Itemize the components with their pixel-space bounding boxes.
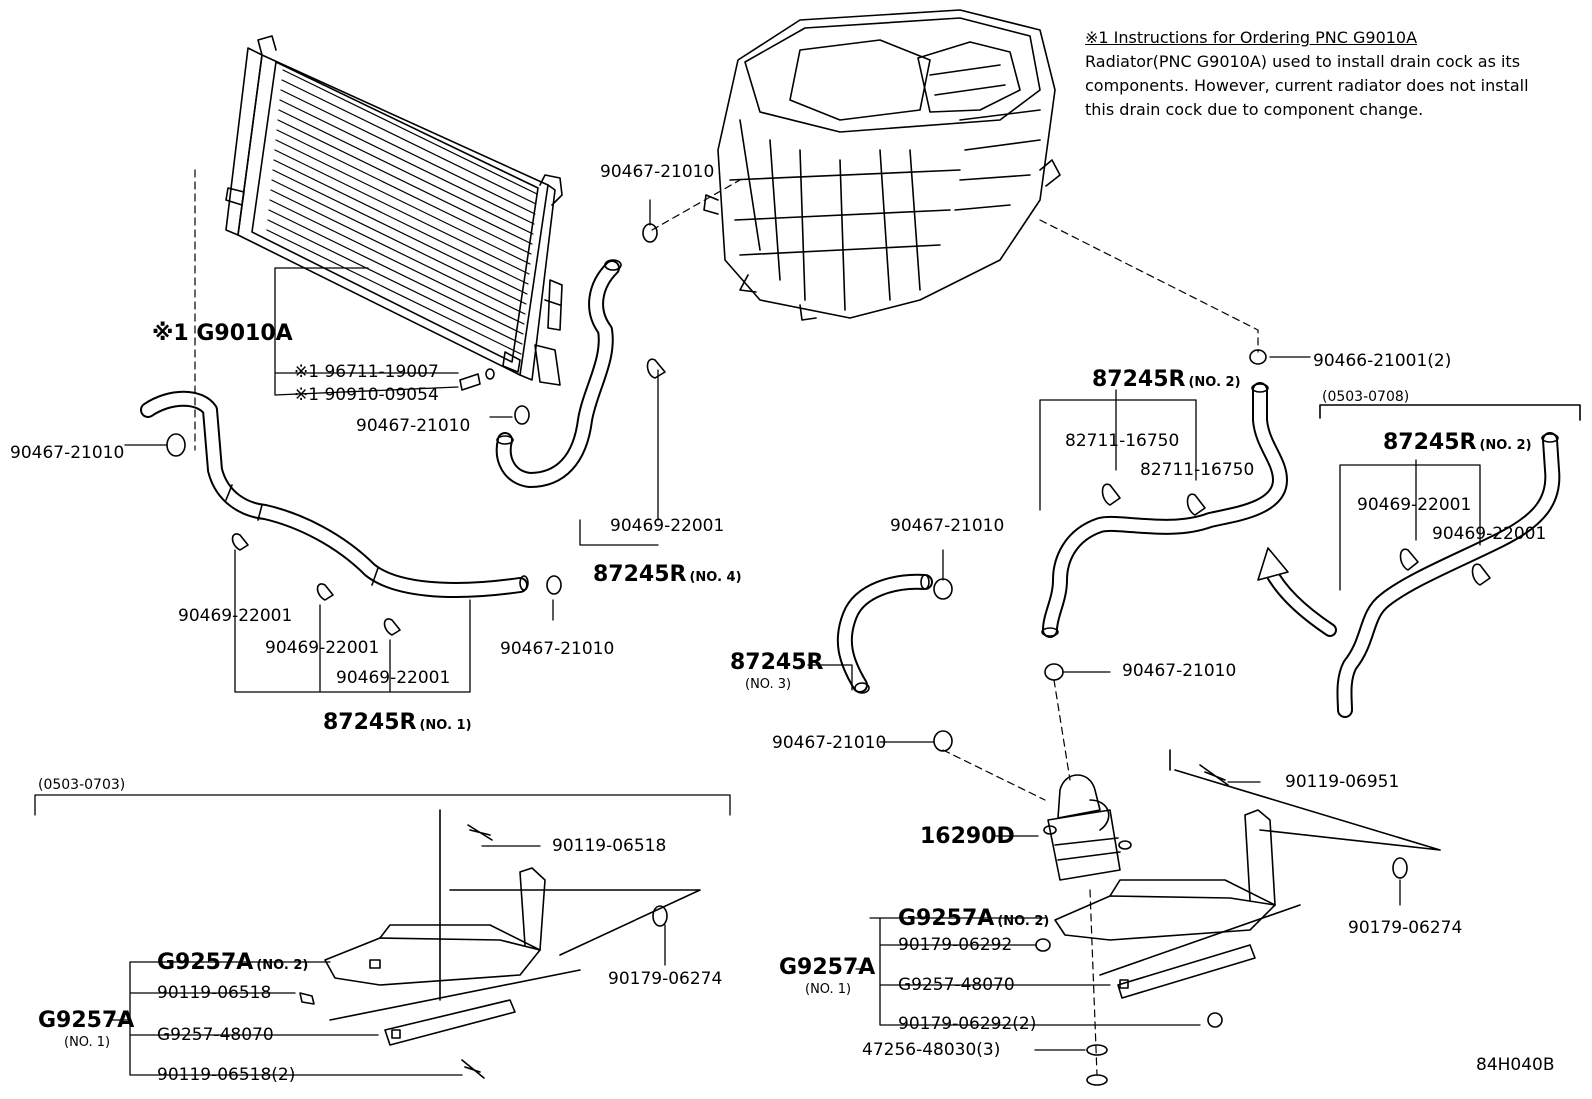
note-line-3: this drain cock due to component change. bbox=[1085, 100, 1424, 119]
label-hose-no4: 87245R(NO. 4) bbox=[593, 564, 742, 586]
label-hose2-clamp-a: 82711-16750 bbox=[1065, 431, 1180, 451]
label-left-g9257a-no2: G9257A(NO. 2) bbox=[157, 952, 308, 974]
label-left-g9257a-no1: G9257A bbox=[38, 1008, 135, 1033]
hose-no4-sub: (NO. 4) bbox=[689, 570, 742, 585]
alt-hose-sub: (NO. 2) bbox=[1479, 438, 1532, 453]
hose-no1-sub: (NO. 1) bbox=[419, 718, 472, 733]
label-left-bolt-top: 90119-06518 bbox=[552, 836, 667, 856]
hose-no3-drawing bbox=[836, 573, 933, 694]
label-left-nut: 90179-06274 bbox=[608, 969, 723, 989]
label-water-pump: 16290D bbox=[920, 824, 1015, 849]
label-right-nut: 90179-06274 bbox=[1348, 918, 1463, 938]
label-90910-09054: ※1 90910-09054 bbox=[294, 385, 439, 405]
dashed-guides bbox=[194, 169, 1259, 1076]
leader-lines bbox=[34, 199, 1481, 1076]
alt-hose-part: 87245R bbox=[1383, 430, 1477, 455]
label-hose4-clamp: 90469-22001 bbox=[610, 516, 725, 536]
label-hose-no2: 87245R(NO. 2) bbox=[1092, 369, 1241, 391]
right-bracket-drawing bbox=[1054, 749, 1441, 999]
alt-hose-drawing bbox=[1257, 404, 1581, 718]
hose-no4-part: 87245R bbox=[593, 562, 687, 587]
label-hose1-clamp-c: 90469-22001 bbox=[336, 668, 451, 688]
label-right-nut-b: 90179-06292(2) bbox=[898, 1014, 1037, 1034]
hose-no2-drawing bbox=[1041, 382, 1288, 638]
label-left-bar: G9257-48070 bbox=[157, 1025, 274, 1045]
label-right-g9257a-no1: G9257A bbox=[779, 955, 876, 980]
label-hose2-clip-top: 90466-21001(2) bbox=[1313, 351, 1452, 371]
label-96711-19007: ※1 96711-19007 bbox=[294, 362, 439, 382]
small-parts-drawing bbox=[166, 223, 1491, 1086]
label-hose3-clip-bottom: 90467-21010 bbox=[772, 733, 887, 753]
left-g9257a-no2-sub: (NO. 2) bbox=[256, 958, 309, 973]
label-hose-no3-sub: (NO. 3) bbox=[745, 677, 792, 692]
label-left-range: (0503-0703) bbox=[38, 777, 126, 793]
label-left-g9257a-no1-sub: (NO. 1) bbox=[64, 1035, 111, 1050]
label-alt-clamp-b: 90469-22001 bbox=[1432, 524, 1547, 544]
ordering-note: ※1 Instructions for Ordering PNC G9010A … bbox=[1085, 26, 1529, 122]
inverter-drawing bbox=[703, 9, 1061, 321]
label-hose1-clip-right: 90467-21010 bbox=[500, 639, 615, 659]
label-left-bolt-bottom: 90119-06518(2) bbox=[157, 1065, 296, 1085]
radiator-drawing bbox=[225, 35, 563, 386]
label-hose2-clip-bottom: 90467-21010 bbox=[1122, 661, 1237, 681]
left-bracket-drawing bbox=[324, 809, 701, 1046]
label-right-nut-a: 90179-06292 bbox=[898, 935, 1013, 955]
note-title: ※1 Instructions for Ordering PNC G9010A bbox=[1085, 28, 1418, 47]
label-right-g9257a-no1-sub: (NO. 1) bbox=[805, 982, 852, 997]
right-g9257a-no2-sub: (NO. 2) bbox=[997, 914, 1050, 929]
label-clip-radiator-top: 90467-21010 bbox=[600, 162, 715, 182]
water-pump-drawing bbox=[1043, 774, 1132, 881]
label-left-bolt-mid: 90119-06518 bbox=[157, 983, 272, 1003]
note-line-1: Radiator(PNC G9010A) used to install dra… bbox=[1085, 52, 1521, 71]
note-line-2: components. However, current radiator do… bbox=[1085, 76, 1529, 95]
hose-no2-sub: (NO. 2) bbox=[1188, 375, 1241, 390]
hose-no4-drawing bbox=[495, 259, 622, 488]
label-hose1-clamp-b: 90469-22001 bbox=[265, 638, 380, 658]
label-hose2-clamp-b: 82711-16750 bbox=[1140, 460, 1255, 480]
hose-no1-drawing bbox=[140, 390, 529, 598]
label-g9010a: ※1 G9010A bbox=[152, 321, 293, 346]
label-right-g9257a-no2: G9257A(NO. 2) bbox=[898, 908, 1049, 930]
label-clip-radiator-left: 90467-21010 bbox=[10, 443, 125, 463]
label-clip-radiator-mid: 90467-21010 bbox=[356, 416, 471, 436]
label-hose1-clamp-a: 90469-22001 bbox=[178, 606, 293, 626]
right-g9257a-no2-part: G9257A bbox=[898, 906, 995, 931]
label-alt-range: (0503-0708) bbox=[1322, 389, 1410, 405]
left-g9257a-no2-part: G9257A bbox=[157, 950, 254, 975]
label-hose-no3: 87245R bbox=[730, 650, 824, 675]
label-hose3-clip-top: 90467-21010 bbox=[890, 516, 1005, 536]
label-pump-bolt: 90119-06951 bbox=[1285, 772, 1400, 792]
figure-code: 84H040B bbox=[1476, 1055, 1555, 1075]
hose-no2-part: 87245R bbox=[1092, 367, 1186, 392]
label-hose-no1: 87245R(NO. 1) bbox=[323, 712, 472, 734]
hose-no1-part: 87245R bbox=[323, 710, 417, 735]
label-alt-hose: 87245R(NO. 2) bbox=[1383, 432, 1532, 454]
label-right-bar: G9257-48070 bbox=[898, 975, 1015, 995]
label-right-cushion: 47256-48030(3) bbox=[862, 1040, 1001, 1060]
label-alt-clamp-a: 90469-22001 bbox=[1357, 495, 1472, 515]
